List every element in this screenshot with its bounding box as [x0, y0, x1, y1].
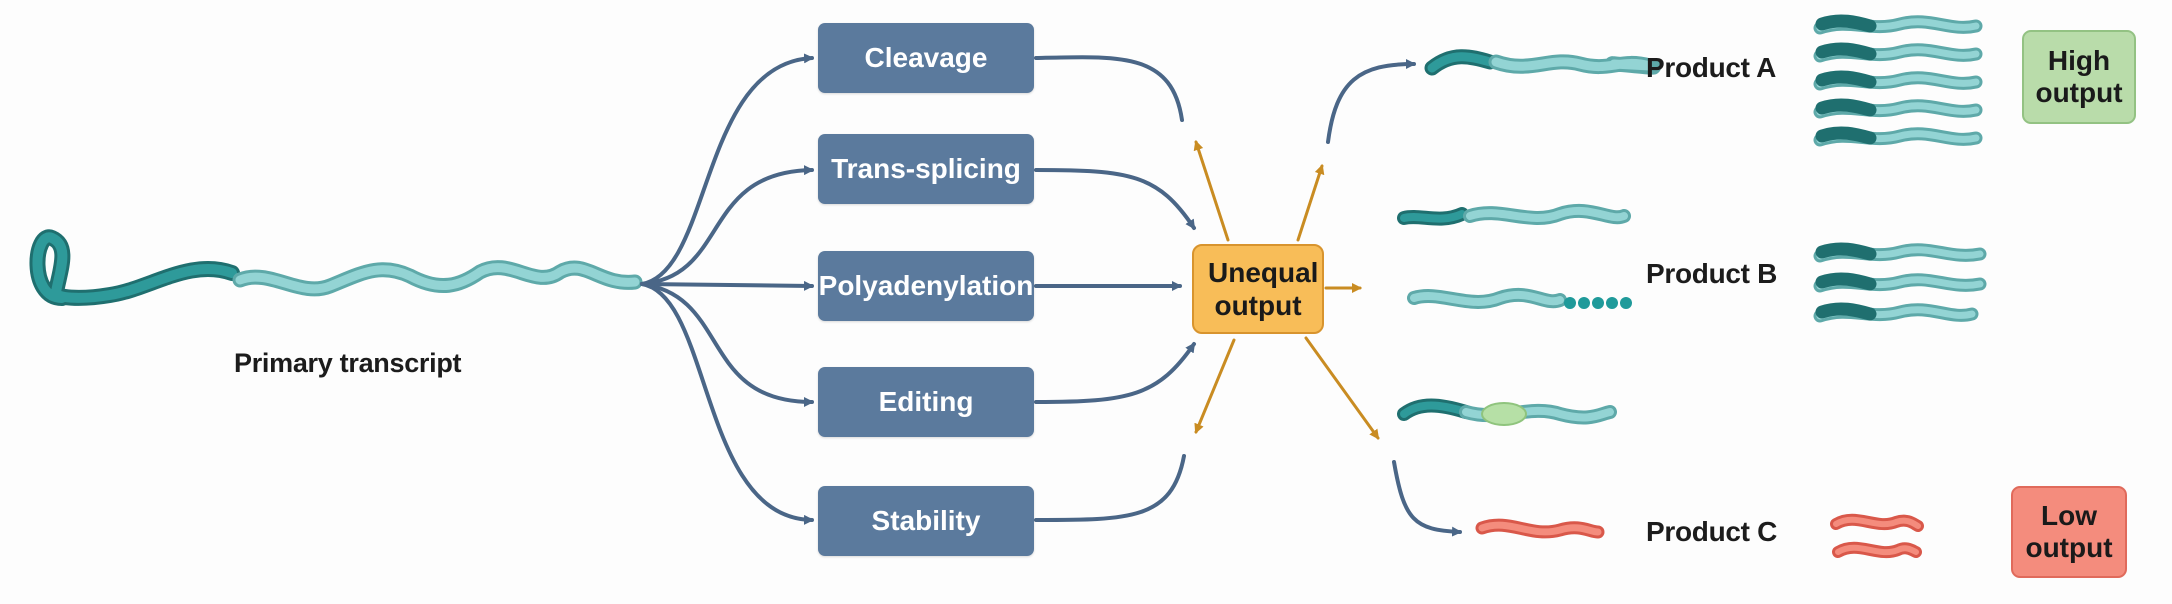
- branch-arrows: [640, 53, 814, 525]
- unequal-output-hub: Unequal output: [1192, 244, 1324, 334]
- product-c-copy-stack: [1830, 513, 1924, 559]
- product-b-copy-stack: [1813, 242, 1987, 323]
- edited-site-oval: [1481, 402, 1527, 426]
- product-b-strand-3: [1397, 398, 1617, 426]
- primary-transcript-label: Primary transcript: [234, 348, 462, 378]
- product-c-label: Product C: [1646, 516, 1778, 547]
- high-output-label: High output: [2035, 45, 2123, 108]
- step-polyadenylation: Polyadenylation: [818, 251, 1034, 321]
- product-arrows: [1326, 59, 1462, 537]
- step-to-hub-arrows: [1034, 55, 1196, 522]
- product-b-label: Product B: [1646, 258, 1778, 289]
- low-output-badge: Low output: [2011, 486, 2127, 578]
- step-cleavage: Cleavage: [818, 23, 1034, 93]
- step-editing: Editing: [818, 367, 1034, 437]
- low-output-label: Low output: [2025, 500, 2113, 563]
- poly-a-tail-beads: [1564, 297, 1632, 309]
- product-c-strand: [1475, 518, 1605, 539]
- hub-label: Unequal output: [1208, 257, 1319, 321]
- product-a-label: Product A: [1646, 52, 1777, 83]
- hub-output-arrows: [1193, 140, 1380, 440]
- step-stability: Stability: [818, 486, 1034, 556]
- product-b-strand-1: [1397, 203, 1631, 226]
- high-output-badge: High output: [2022, 30, 2136, 124]
- product-b-strand-2: [1407, 287, 1567, 309]
- step-trans-splicing: Trans-splicing: [818, 134, 1034, 204]
- product-a-copy-stack: [1813, 14, 1983, 147]
- product-a-strand: [1424, 49, 1661, 76]
- primary-transcript-strand: [29, 229, 643, 306]
